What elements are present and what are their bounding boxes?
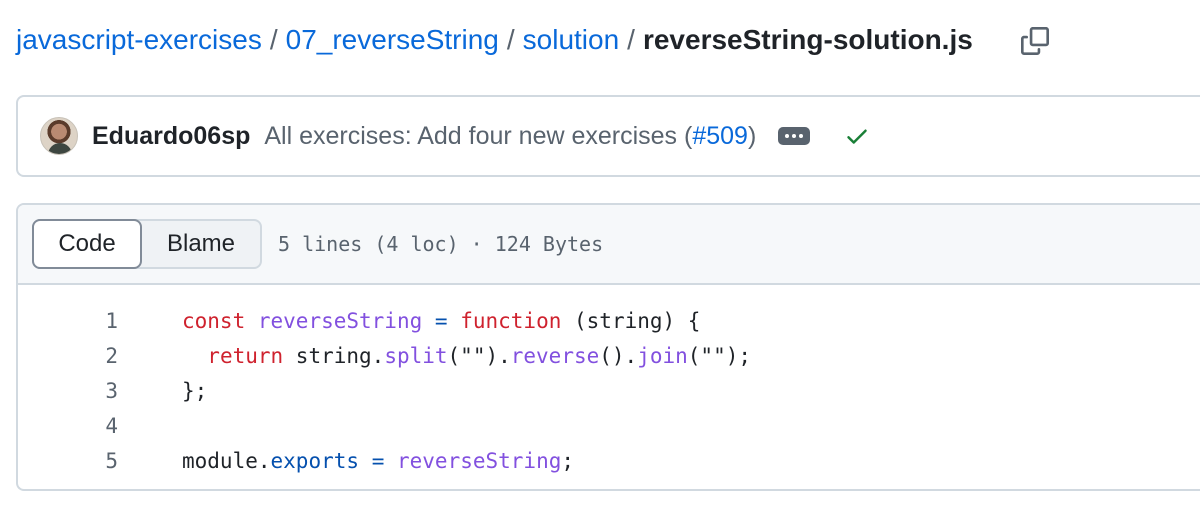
kebab-horizontal-icon	[785, 134, 790, 138]
line-number[interactable]: 5	[105, 448, 118, 473]
line-number[interactable]: 1	[105, 308, 118, 333]
file-viewer: Code Blame 5 lines (4 loc) · 124 Bytes 1…	[16, 203, 1200, 491]
code-token: };	[182, 378, 208, 403]
code-token: (string) {	[561, 308, 701, 333]
code-token: string.	[283, 343, 385, 368]
tab-blame[interactable]: Blame	[166, 230, 236, 257]
code-text: const reverseString = function (string) …	[182, 309, 700, 333]
commit-details-toggle[interactable]	[778, 127, 811, 145]
line-number[interactable]: 3	[105, 378, 118, 403]
code-token: join	[637, 343, 688, 368]
code-line: 5 module.exports = reverseString;	[18, 443, 1200, 478]
commit-message-text: All exercises: Add four new exercises (	[264, 121, 693, 150]
code-token	[182, 344, 207, 368]
code-token	[422, 309, 435, 333]
code-token	[359, 449, 372, 473]
tab-code[interactable]: Code	[32, 219, 142, 269]
code-line: 3};	[18, 373, 1200, 408]
code-text: };	[182, 379, 207, 403]
commit-message[interactable]: All exercises: Add four new exercises (#…	[264, 122, 756, 151]
code-token: reverseString	[257, 308, 423, 333]
kebab-dot	[792, 134, 797, 138]
copy-icon	[1021, 27, 1049, 55]
code-view[interactable]: 1 const reverseString = function (string)…	[18, 285, 1200, 478]
file-header: Code Blame 5 lines (4 loc) · 124 Bytes	[18, 205, 1200, 285]
code-token: split	[384, 343, 448, 368]
code-token: reverseString	[397, 448, 562, 473]
pull-request-link[interactable]: #509	[692, 121, 748, 150]
author-avatar[interactable]	[40, 117, 78, 155]
code-token	[384, 449, 397, 473]
copy-path-button[interactable]	[1018, 24, 1052, 58]
commit-author-link[interactable]: Eduardo06sp	[92, 121, 251, 150]
line-number[interactable]: 2	[105, 343, 118, 368]
check-icon	[847, 129, 868, 144]
code-token: ("").	[447, 343, 511, 368]
commit-status-check[interactable]	[844, 123, 870, 149]
code-token	[448, 309, 461, 333]
line-number[interactable]: 4	[105, 413, 118, 438]
breadcrumb-separator: /	[269, 24, 278, 55]
code-token: ().	[599, 343, 638, 368]
code-text: module.exports = reverseString;	[182, 449, 574, 473]
breadcrumb-separator: /	[506, 24, 515, 55]
view-mode-toggle: Code Blame	[32, 219, 262, 269]
code-token	[245, 309, 258, 333]
code-token: reverse	[510, 343, 600, 368]
code-line: 1 const reverseString = function (string)…	[18, 303, 1200, 338]
breadcrumb-repo-link[interactable]: javascript-exercises	[16, 24, 262, 55]
commit-message-suffix: )	[747, 121, 757, 150]
code-token: ("");	[687, 343, 751, 368]
breadcrumb-subfolder-link[interactable]: solution	[522, 24, 620, 55]
code-token: =	[434, 308, 448, 333]
file-info: 5 lines (4 loc) · 124 Bytes	[278, 232, 604, 256]
breadcrumb-folder-link[interactable]: 07_reverseString	[285, 24, 499, 55]
breadcrumb-separator: /	[627, 24, 635, 55]
code-token: return	[207, 343, 284, 368]
code-token: module.	[182, 448, 271, 473]
latest-commit-box: Eduardo06sp All exercises: Add four new …	[16, 95, 1200, 177]
code-token: function	[460, 308, 562, 333]
kebab-dot	[799, 134, 804, 138]
code-text: return string.split("").reverse().join("…	[182, 344, 751, 368]
code-token: ;	[561, 448, 575, 473]
code-line: 2 return string.split("").reverse().join…	[18, 338, 1200, 373]
breadcrumb-file-name: reverseString-solution.js	[642, 24, 973, 55]
code-line: 4	[18, 408, 1200, 443]
code-token: exports	[270, 448, 360, 473]
breadcrumb: javascript-exercises / 07_reverseString …	[16, 22, 973, 58]
code-token: =	[371, 448, 385, 473]
code-token: const	[182, 308, 246, 333]
